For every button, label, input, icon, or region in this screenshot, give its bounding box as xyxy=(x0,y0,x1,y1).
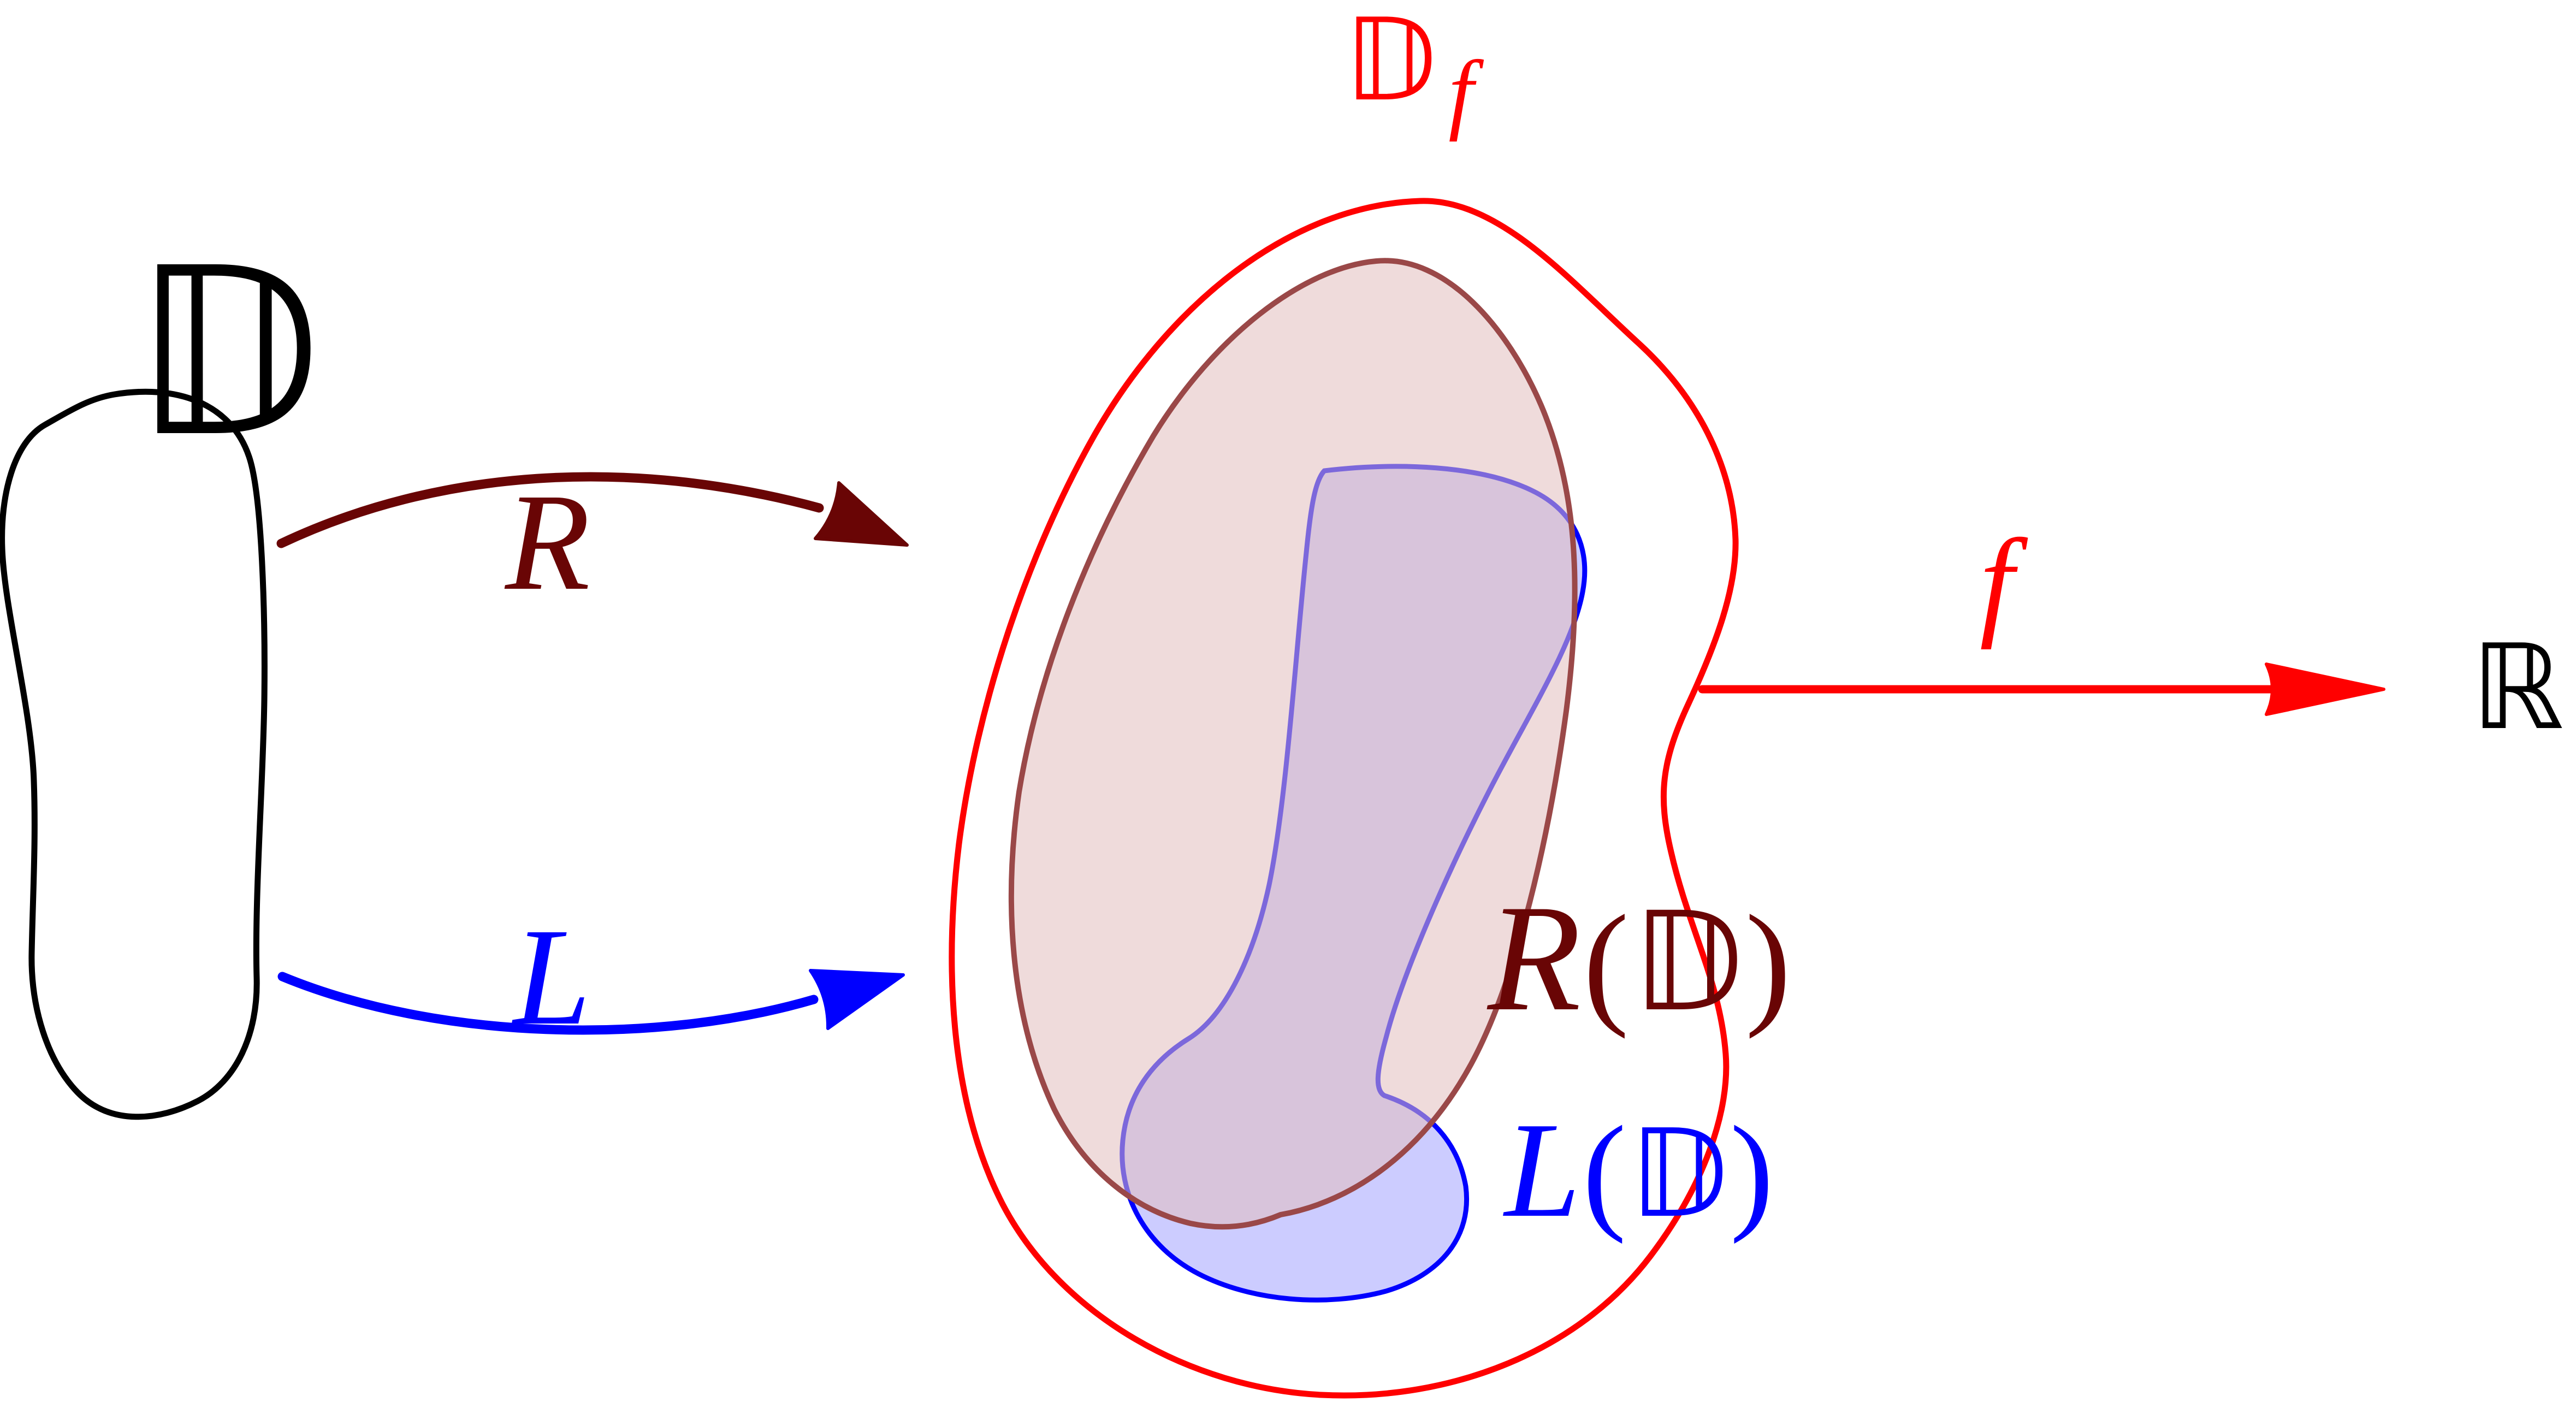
r-image-label-open-paren: ( xyxy=(1583,886,1629,1039)
l-map-arrow xyxy=(277,969,905,1035)
domain-label: 𝔻 xyxy=(131,218,321,488)
l-map-arrowhead xyxy=(809,969,905,1030)
f-map-label: f xyxy=(1980,513,2028,650)
l-map-arrow-curve xyxy=(277,972,819,1035)
l-image-label: L ( 𝔻 ) xyxy=(1503,1095,1774,1246)
r-map-arrow-curve xyxy=(276,472,824,548)
l-image-label-func: L xyxy=(1503,1095,1580,1246)
l-map-label: L xyxy=(512,900,591,1054)
r-map-arrow xyxy=(276,472,909,548)
domain-blob xyxy=(0,388,268,1120)
r-image-label: R ( 𝔻 ) xyxy=(1485,873,1791,1043)
extended-domain-label-subscript: f xyxy=(1448,42,1484,142)
extended-domain-outline xyxy=(949,198,1739,1399)
r-image-blob xyxy=(1008,258,1578,1230)
l-image-label-set: 𝔻 xyxy=(1628,1104,1728,1245)
r-image-label-func: R xyxy=(1485,873,1581,1043)
r-image-label-close-paren: ) xyxy=(1745,886,1791,1039)
f-map-arrow xyxy=(1698,662,2385,716)
extended-domain-label-base: 𝔻 xyxy=(1343,0,1436,127)
extended-domain-label: 𝔻 f xyxy=(1343,0,1484,142)
r-map-label: R xyxy=(504,465,590,619)
l-image-label-open-paren: ( xyxy=(1583,1099,1626,1244)
codomain-label: ℝ xyxy=(2471,619,2564,756)
l-image-label-close-paren: ) xyxy=(1730,1099,1774,1244)
r-map-arrowhead xyxy=(814,481,909,547)
r-image-label-set: 𝔻 xyxy=(1631,883,1743,1042)
f-map-arrowhead xyxy=(2265,662,2385,716)
